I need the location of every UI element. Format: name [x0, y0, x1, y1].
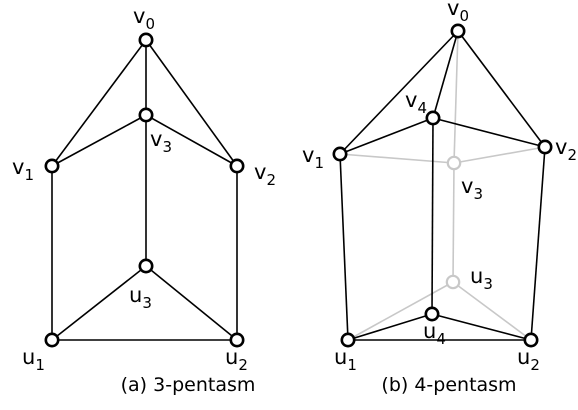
hidden-edge-v3-v2	[453, 146, 546, 164]
edge-u4-u1	[347, 313, 433, 341]
vertex-label-u2: u2	[517, 345, 540, 374]
vertex-label-v0-letter: v	[133, 4, 145, 28]
vertex-label-u1: u1	[22, 345, 45, 374]
vertex-label-u3: u3	[129, 283, 152, 312]
vertex-v0	[138, 32, 154, 48]
vertex-u4	[424, 306, 440, 322]
vertex-label-v3-subscript: 3	[162, 138, 172, 156]
vertex-label-v0-subscript: 0	[459, 7, 469, 25]
vertex-label-v1-subscript: 1	[314, 154, 324, 172]
vertex-u3	[138, 258, 154, 274]
edge-v4-v1	[339, 117, 434, 155]
vertex-label-v1-letter: v	[302, 143, 314, 167]
vertex-v3	[138, 107, 154, 123]
vertex-v2	[229, 158, 245, 174]
diagram-a-edges	[51, 39, 238, 341]
vertex-label-u2-subscript: 2	[530, 356, 540, 374]
edge-v0-v2	[457, 30, 546, 148]
vertex-v1	[332, 146, 348, 162]
diagram-b-vertices	[332, 23, 553, 348]
diagram-a-vertices	[44, 32, 245, 348]
vertex-label-v3-letter: v	[461, 174, 473, 198]
vertex-u3	[445, 274, 461, 290]
vertex-label-v1: v1	[302, 143, 324, 172]
edge-v4-v2	[432, 117, 546, 148]
vertex-label-v2: v2	[555, 135, 577, 164]
vertex-label-v2-subscript: 2	[266, 171, 276, 189]
edge-v3-v1	[51, 114, 147, 167]
vertex-label-u3-subscript: 3	[483, 275, 493, 293]
vertex-label-u2: u2	[225, 345, 248, 374]
vertex-label-v0-subscript: 0	[145, 15, 155, 33]
vertex-label-v0: v0	[447, 0, 469, 25]
vertex-label-u3-letter: u	[470, 264, 483, 288]
edge-u3-u2	[145, 265, 238, 341]
caption-b: (b) 4-pentasm	[381, 374, 516, 396]
vertex-label-u1-letter: u	[22, 345, 35, 369]
vertex-label-u2-letter: u	[517, 345, 530, 369]
vertex-label-v2: v2	[254, 160, 276, 189]
hidden-edge-u3-u1	[347, 281, 454, 341]
vertex-label-u3: u3	[470, 264, 493, 293]
vertex-label-v4-letter: v	[405, 88, 417, 112]
edge-v2-u2	[530, 146, 546, 341]
edge-u4-u2	[431, 313, 532, 341]
edge-v3-v2	[145, 114, 238, 167]
edge-v1-u1	[339, 153, 349, 341]
vertex-label-v1-letter: v	[12, 155, 24, 179]
vertex-v0	[450, 23, 466, 39]
hidden-edge-v0-v3	[453, 30, 459, 164]
vertex-label-v4: v4	[405, 88, 427, 117]
vertex-label-v0: v0	[133, 4, 155, 33]
vertex-v2	[537, 139, 553, 155]
vertex-u1	[340, 332, 356, 348]
vertex-u1	[44, 332, 60, 348]
edge-v0-v4	[432, 30, 459, 119]
vertex-label-v0-letter: v	[447, 0, 459, 20]
edge-v0-v2	[145, 39, 238, 167]
vertex-label-v2-subscript: 2	[567, 146, 577, 164]
vertex-label-v4-subscript: 4	[417, 99, 427, 117]
hidden-edge-v3-u3	[452, 162, 455, 283]
vertex-v4	[425, 110, 441, 126]
vertex-u2	[229, 332, 245, 348]
vertex-label-v2-letter: v	[254, 160, 266, 184]
vertex-label-u2-subscript: 2	[238, 356, 248, 374]
vertex-label-u4-letter: u	[423, 319, 436, 343]
hidden-edge-u3-u2	[452, 281, 532, 341]
hidden-edge-v3-v1	[339, 153, 455, 164]
vertex-label-v1: v1	[12, 155, 34, 184]
vertex-label-v3: v3	[461, 174, 483, 203]
edge-v0-v1	[51, 39, 147, 167]
vertex-label-u1: u1	[334, 345, 357, 374]
vertex-label-u3-subscript: 3	[142, 294, 152, 312]
vertex-label-v3: v3	[150, 127, 172, 156]
vertex-u2	[523, 332, 539, 348]
edge-v0-v1	[339, 30, 459, 155]
vertex-v1	[44, 158, 60, 174]
edge-u3-u1	[51, 265, 147, 341]
vertex-label-u1-letter: u	[334, 345, 347, 369]
diagram-b-hidden-edges	[339, 30, 546, 341]
vertex-label-v2-letter: v	[555, 135, 567, 159]
vertex-label-v3-subscript: 3	[473, 185, 483, 203]
vertex-label-u3-letter: u	[129, 283, 142, 307]
vertex-label-u2-letter: u	[225, 345, 238, 369]
vertex-v3	[446, 155, 462, 171]
vertex-label-u1-subscript: 1	[347, 356, 357, 374]
vertex-label-v1-subscript: 1	[24, 166, 34, 184]
vertex-label-u4: u4	[423, 319, 446, 348]
vertex-label-u4-subscript: 4	[436, 330, 446, 348]
caption-a: (a) 3-pentasm	[121, 374, 256, 396]
edge-v4-u4	[431, 117, 434, 315]
vertex-label-v3-letter: v	[150, 127, 162, 151]
vertex-label-u1-subscript: 1	[35, 356, 45, 374]
diagram-b-edges	[339, 30, 546, 341]
